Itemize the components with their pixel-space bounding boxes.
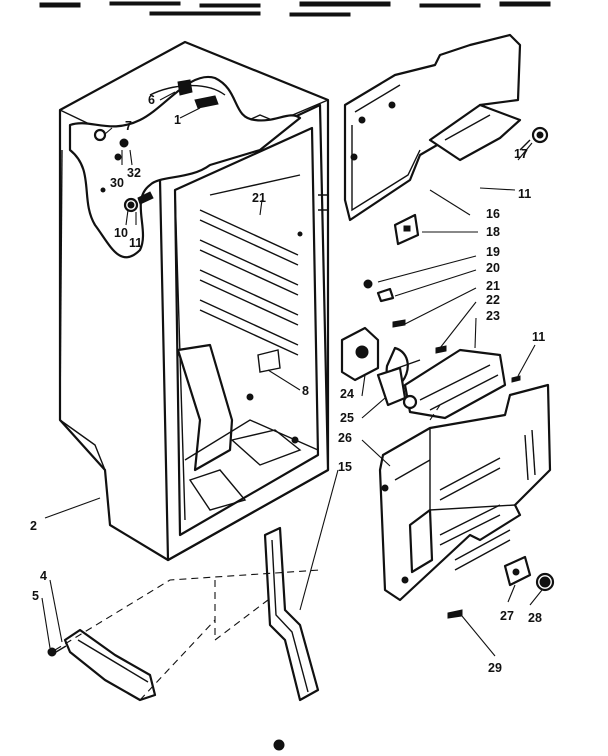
screw-29 <box>447 609 463 619</box>
label-24: 24 <box>340 387 354 401</box>
label-4: 4 <box>40 569 47 583</box>
rear-panel-26 <box>378 383 552 602</box>
scan-artifact-header <box>39 1 551 17</box>
label-25: 25 <box>340 411 354 425</box>
label-30: 30 <box>110 176 124 190</box>
hinge-bracket-4-5 <box>47 628 157 702</box>
damper-27-28 <box>503 555 555 592</box>
scan-artifact-dot <box>273 739 285 751</box>
label-7: 7 <box>125 119 132 133</box>
label-17: 17 <box>514 147 528 161</box>
callout-labels: 2 1 6 7 30 32 10 11 21 8 15 4 5 17 11 16… <box>30 93 545 675</box>
leader-lines <box>41 91 543 657</box>
label-18: 18 <box>486 225 500 239</box>
label-15: 15 <box>338 460 352 474</box>
label-21-liner: 21 <box>252 191 266 205</box>
drain-trough-15 <box>263 526 320 702</box>
label-8: 8 <box>302 384 309 398</box>
label-6: 6 <box>148 93 155 107</box>
label-5: 5 <box>32 589 39 603</box>
alignment-lines <box>54 404 441 701</box>
evaporator-cover <box>343 33 522 222</box>
control-knob-cluster <box>93 79 219 213</box>
label-26: 26 <box>338 431 352 445</box>
fitting-17 <box>519 126 549 151</box>
label-11-right: 11 <box>532 330 545 344</box>
label-11-left: 11 <box>129 236 142 250</box>
label-11-upper: 11 <box>518 187 531 201</box>
fan-motor-assembly <box>340 326 507 420</box>
label-21: 21 <box>486 279 500 293</box>
label-29: 29 <box>488 661 502 675</box>
label-10: 10 <box>114 226 128 240</box>
pad-18 <box>393 213 420 246</box>
label-20: 20 <box>486 261 500 275</box>
label-22: 22 <box>486 293 500 307</box>
label-27: 27 <box>500 609 514 623</box>
label-1: 1 <box>174 113 181 127</box>
small-hardware-19-20-21 <box>363 279 521 383</box>
label-16: 16 <box>486 207 500 221</box>
label-2: 2 <box>30 519 37 533</box>
label-19: 19 <box>486 245 500 259</box>
label-32: 32 <box>127 166 141 180</box>
label-23: 23 <box>486 309 500 323</box>
label-28: 28 <box>528 611 542 625</box>
